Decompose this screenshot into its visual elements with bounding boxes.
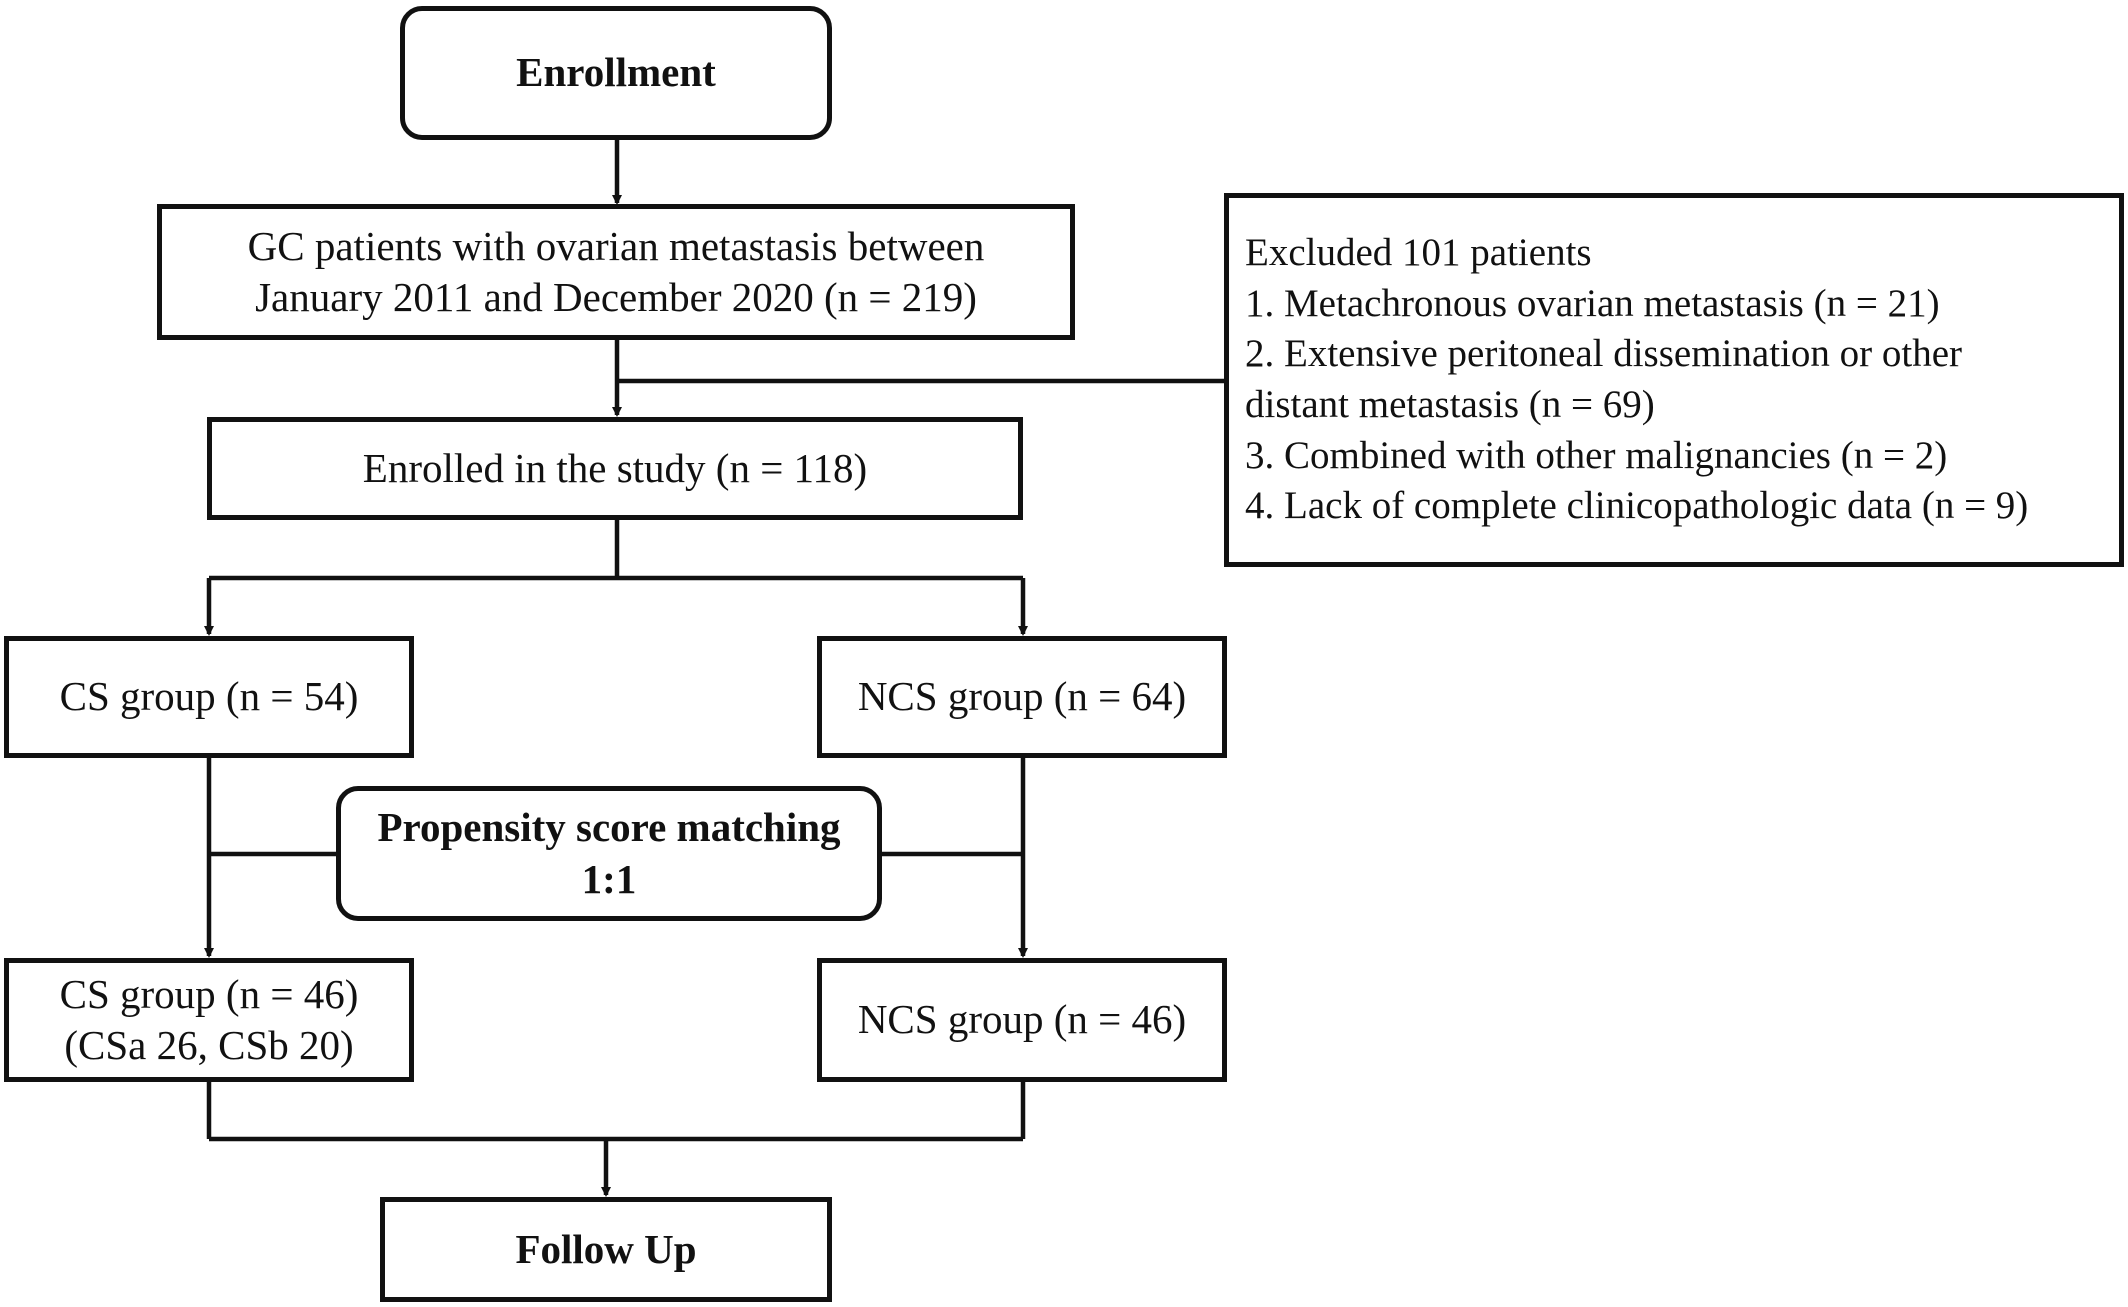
enrolled-box: Enrolled in the study (n = 118)	[207, 417, 1023, 520]
psm-box: Propensity score matching 1:1	[336, 786, 882, 921]
cs-group-label: CS group (n = 54)	[59, 673, 359, 720]
ncs-group-label: NCS group (n = 64)	[857, 673, 1187, 720]
psm-line2: 1:1	[581, 855, 637, 902]
cs-group-matched-line2: (CSa 26, CSb 20)	[64, 1022, 354, 1068]
ncs-group-matched-box: NCS group (n = 46)	[817, 958, 1227, 1082]
gc-patients-line1: GC patients with ovarian metastasis betw…	[247, 222, 985, 269]
excluded-reason-3: 3. Combined with other malignancies (n =…	[1245, 433, 1948, 477]
enrollment-box: Enrollment	[400, 6, 832, 140]
enrolled-label: Enrolled in the study (n = 118)	[362, 444, 868, 491]
psm-line1: Propensity score matching	[377, 804, 841, 851]
cs-group-matched-box: CS group (n = 46) (CSa 26, CSb 20)	[4, 958, 414, 1082]
ncs-group-box: NCS group (n = 64)	[817, 636, 1227, 758]
excluded-title: Excluded 101 patients	[1245, 230, 1592, 274]
cs-group-matched-line1: CS group (n = 46)	[59, 970, 359, 1017]
ncs-group-matched-label: NCS group (n = 46)	[857, 996, 1187, 1043]
gc-patients-line2: January 2011 and December 2020 (n = 219)	[255, 274, 977, 320]
excluded-reason-2: 2. Extensive peritoneal dissemination or…	[1245, 332, 1962, 376]
cs-group-box: CS group (n = 54)	[4, 636, 414, 758]
excluded-box: Excluded 101 patients 1. Metachronous ov…	[1224, 193, 2124, 567]
gc-patients-box: GC patients with ovarian metastasis betw…	[157, 204, 1075, 340]
excluded-reason-2-cont: distant metastasis (n = 69)	[1245, 383, 1655, 426]
follow-up-box: Follow Up	[380, 1197, 832, 1302]
excluded-reason-4: 4. Lack of complete clinicopathologic da…	[1245, 484, 2029, 528]
follow-up-label: Follow Up	[515, 1225, 697, 1272]
excluded-reason-1: 1. Metachronous ovarian metastasis (n = …	[1245, 281, 1940, 325]
enrollment-label: Enrollment	[516, 49, 716, 96]
